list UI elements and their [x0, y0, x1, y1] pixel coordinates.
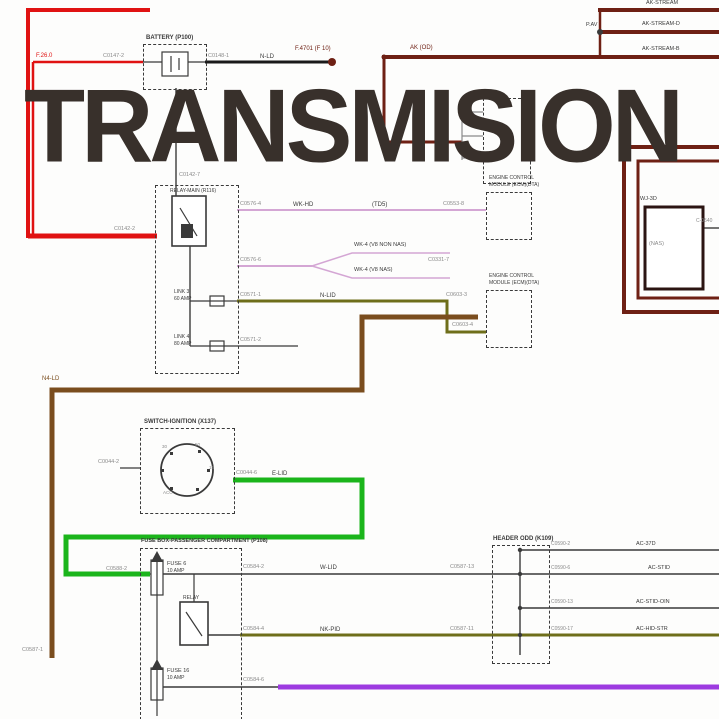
ignition-pin [207, 469, 210, 472]
battery-symbol [161, 51, 189, 77]
relay-main-contact [179, 207, 198, 237]
junction-dot [517, 547, 523, 553]
title-overlay: TRANSMISION [24, 67, 684, 185]
relay-main-coil [181, 224, 193, 238]
wire-pink-fork-lower [311, 265, 450, 279]
wire-pink-fork-upper [311, 252, 450, 267]
wire-brown-main [49, 314, 478, 658]
wire-green-ignition-feed [63, 477, 365, 577]
ignition-pin [170, 487, 173, 490]
nas-module-box [643, 205, 705, 291]
junction-dot [597, 29, 603, 35]
junction-dot [328, 58, 336, 66]
junction-dot [517, 571, 523, 577]
junction-dot [381, 54, 387, 60]
ignition-pin [198, 450, 201, 453]
ignition-pin [161, 469, 164, 472]
junction-dot [517, 632, 523, 638]
ignition-connector-circle [160, 443, 214, 497]
ignition-pin [170, 452, 173, 455]
relay-main-symbol [171, 195, 207, 247]
wire-maroon-nest-inner [636, 159, 719, 300]
fuse6-arrow-icon [151, 551, 163, 562]
ignition-pin [196, 488, 199, 491]
wire-maroon-nest-outer [622, 145, 719, 314]
junction-dot [517, 605, 523, 611]
relay2-contact [185, 611, 203, 637]
wire-maroon-drop [382, 57, 462, 144]
